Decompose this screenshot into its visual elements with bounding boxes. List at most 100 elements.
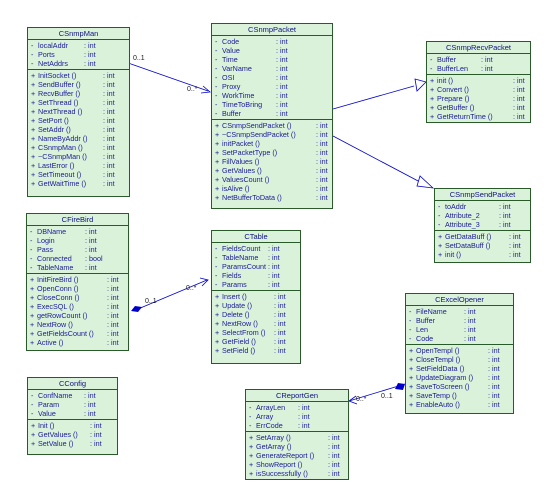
class-operation[interactable]: +GetField (): int bbox=[212, 337, 300, 346]
class-operation[interactable]: +SendBuffer (): int bbox=[28, 80, 129, 89]
class-csnmprecvpacket[interactable]: CSnmpRecvPacket-Buffer: int-BufferLen: i… bbox=[426, 41, 531, 123]
class-operation[interactable]: +SetAddr (): int bbox=[28, 125, 129, 134]
class-attribute[interactable]: -Array: int bbox=[246, 412, 348, 421]
class-cexcelopener[interactable]: CExcelOpener-FileName: int-Buffer: int-L… bbox=[405, 293, 514, 414]
class-attribute[interactable]: -Connected: bool bbox=[27, 254, 128, 263]
class-operation[interactable]: +SetThread (): int bbox=[28, 98, 129, 107]
class-operation[interactable]: +CloseConn (): int bbox=[27, 293, 128, 302]
class-attribute[interactable]: -Param: int bbox=[28, 400, 117, 409]
class-operation[interactable]: +Insert (): int bbox=[212, 292, 300, 301]
class-operation[interactable]: +ShowReport (): int bbox=[246, 460, 348, 469]
class-attribute[interactable]: -ErrCode: int bbox=[246, 421, 348, 430]
class-operation[interactable]: +Update (): int bbox=[212, 301, 300, 310]
class-operation[interactable]: +NextThread (): int bbox=[28, 107, 129, 116]
class-operation[interactable]: +SetArray (): int bbox=[246, 433, 348, 442]
class-attribute[interactable]: -ParamsCount: int bbox=[212, 262, 300, 271]
class-attribute[interactable]: -Fields: int bbox=[212, 271, 300, 280]
class-csnmpsendpacket[interactable]: CSnmpSendPacket-toAddr: int-Attribute_2:… bbox=[434, 188, 531, 263]
class-attribute[interactable]: -FieldsCount: int bbox=[212, 244, 300, 253]
class-cfirebird[interactable]: CFireBird-DBName: int-Login: int-Pass: i… bbox=[26, 213, 129, 351]
class-attribute[interactable]: -WorkTime: int bbox=[212, 91, 332, 100]
class-operation[interactable]: +SetPacketType (): int bbox=[212, 148, 332, 157]
class-operation[interactable]: +CSnmpMan (): int bbox=[28, 143, 129, 152]
class-attribute[interactable]: -Code: int bbox=[406, 334, 513, 343]
class-attribute[interactable]: -BufferLen: int bbox=[427, 64, 530, 73]
class-operation[interactable]: +CloseTempl (): int bbox=[406, 355, 513, 364]
class-attribute[interactable]: -Buffer: int bbox=[427, 55, 530, 64]
class-operation[interactable]: +Active (): int bbox=[27, 338, 128, 347]
class-operation[interactable]: +GetValues (): int bbox=[212, 166, 332, 175]
class-attribute[interactable]: -Params: int bbox=[212, 280, 300, 289]
class-attribute[interactable]: -Value: int bbox=[28, 409, 117, 418]
class-attribute[interactable]: -Buffer: int bbox=[406, 316, 513, 325]
class-operation[interactable]: +OpenConn (): int bbox=[27, 284, 128, 293]
class-operation[interactable]: +EnableAuto (): int bbox=[406, 400, 513, 409]
class-operation[interactable]: +NameByAddr (): int bbox=[28, 134, 129, 143]
class-operation[interactable]: +InitFireBird (): int bbox=[27, 275, 128, 284]
class-attribute[interactable]: -Code: int bbox=[212, 37, 332, 46]
class-operation[interactable]: +UpdateDiagram (): int bbox=[406, 373, 513, 382]
class-attribute[interactable]: -Time: int bbox=[212, 55, 332, 64]
class-operation[interactable]: +OpenTempl (): int bbox=[406, 346, 513, 355]
class-operation[interactable]: +NextRow (): int bbox=[27, 320, 128, 329]
class-attribute[interactable]: -ConfName: int bbox=[28, 391, 117, 400]
class-operation[interactable]: +SetDataBuff (): int bbox=[435, 241, 530, 250]
class-operation[interactable]: +GetArray (): int bbox=[246, 442, 348, 451]
class-attribute[interactable]: -toAddr: int bbox=[435, 202, 530, 211]
class-csnmppacket[interactable]: CSnmpPacket-Code: int-Value: int-Time: i… bbox=[211, 23, 333, 209]
class-attribute[interactable]: -TableName: int bbox=[212, 253, 300, 262]
class-operation[interactable]: +~CSnmpSendPacket (): int bbox=[212, 130, 332, 139]
class-attribute[interactable]: -Pass: int bbox=[27, 245, 128, 254]
class-operation[interactable]: +GetReturnTime (): int bbox=[427, 112, 530, 121]
class-attribute[interactable]: -Login: int bbox=[27, 236, 128, 245]
class-operation[interactable]: +SelectFrom (): int bbox=[212, 328, 300, 337]
class-operation[interactable]: +SetTimeout (): int bbox=[28, 170, 129, 179]
class-operation[interactable]: +GetDataBuff (): int bbox=[435, 232, 530, 241]
class-attribute[interactable]: -Attribute_2: int bbox=[435, 211, 530, 220]
class-attribute[interactable]: -Attribute_3: int bbox=[435, 220, 530, 229]
class-operation[interactable]: +Convert (): int bbox=[427, 85, 530, 94]
class-attribute[interactable]: -Value: int bbox=[212, 46, 332, 55]
class-operation[interactable]: +RecvBuffer (): int bbox=[28, 89, 129, 98]
class-operation[interactable]: +SetValue (): int bbox=[28, 439, 117, 448]
class-operation[interactable]: +~CSnmpMan (): int bbox=[28, 152, 129, 161]
class-operation[interactable]: +SaveTemp (): int bbox=[406, 391, 513, 400]
class-operation[interactable]: +CSnmpSendPacket (): int bbox=[212, 121, 332, 130]
class-operation[interactable]: +GetBuffer (): int bbox=[427, 103, 530, 112]
class-operation[interactable]: +SetPort (): int bbox=[28, 116, 129, 125]
class-operation[interactable]: +init (): int bbox=[427, 76, 530, 85]
class-operation[interactable]: +NextRow (): int bbox=[212, 319, 300, 328]
class-operation[interactable]: +InitSocket (): int bbox=[28, 71, 129, 80]
class-operation[interactable]: +isAlive (): int bbox=[212, 184, 332, 193]
class-operation[interactable]: +ExecSQL (): int bbox=[27, 302, 128, 311]
class-operation[interactable]: +isSuccessfully (): int bbox=[246, 469, 348, 478]
class-operation[interactable]: +SetFieldData (): int bbox=[406, 364, 513, 373]
class-cconfig[interactable]: CConfig-ConfName: int-Param: int-Value: … bbox=[27, 377, 118, 455]
class-attribute[interactable]: -Buffer: int bbox=[212, 109, 332, 118]
class-operation[interactable]: +GetFieldsCount (): int bbox=[27, 329, 128, 338]
class-operation[interactable]: +Prepare (): int bbox=[427, 94, 530, 103]
class-attribute[interactable]: -Proxy: int bbox=[212, 82, 332, 91]
class-operation[interactable]: +init (): int bbox=[435, 250, 530, 259]
class-operation[interactable]: +FillValues (): int bbox=[212, 157, 332, 166]
class-operation[interactable]: +Init (): int bbox=[28, 421, 117, 430]
class-attribute[interactable]: -DBName: int bbox=[27, 227, 128, 236]
class-attribute[interactable]: -OSI: int bbox=[212, 73, 332, 82]
class-creportgen[interactable]: CReportGen-ArrayLen: int-Array: int-ErrC… bbox=[245, 389, 349, 480]
class-attribute[interactable]: -TableName: int bbox=[27, 263, 128, 272]
class-attribute[interactable]: -TimeToBring: int bbox=[212, 100, 332, 109]
class-operation[interactable]: +LastError (): int bbox=[28, 161, 129, 170]
class-operation[interactable]: +SetField (): int bbox=[212, 346, 300, 355]
class-operation[interactable]: +ValuesCount (): int bbox=[212, 175, 332, 184]
class-attribute[interactable]: -VarName: int bbox=[212, 64, 332, 73]
class-csnmpman[interactable]: CSnmpMan-localAddr: int-Ports: int-NetAd… bbox=[27, 27, 130, 197]
class-attribute[interactable]: -localAddr: int bbox=[28, 41, 129, 50]
class-attribute[interactable]: -FileName: int bbox=[406, 307, 513, 316]
class-ctable[interactable]: CTable-FieldsCount: int-TableName: int-P… bbox=[211, 230, 301, 364]
class-operation[interactable]: +NetBufferToData (): int bbox=[212, 193, 332, 202]
class-operation[interactable]: +SaveToScreen (): int bbox=[406, 382, 513, 391]
class-operation[interactable]: +GenerateReport (): int bbox=[246, 451, 348, 460]
class-operation[interactable]: +Delete (): int bbox=[212, 310, 300, 319]
class-attribute[interactable]: -NetAddrs: int bbox=[28, 59, 129, 68]
class-operation[interactable]: +GetWaitTime (): int bbox=[28, 179, 129, 188]
